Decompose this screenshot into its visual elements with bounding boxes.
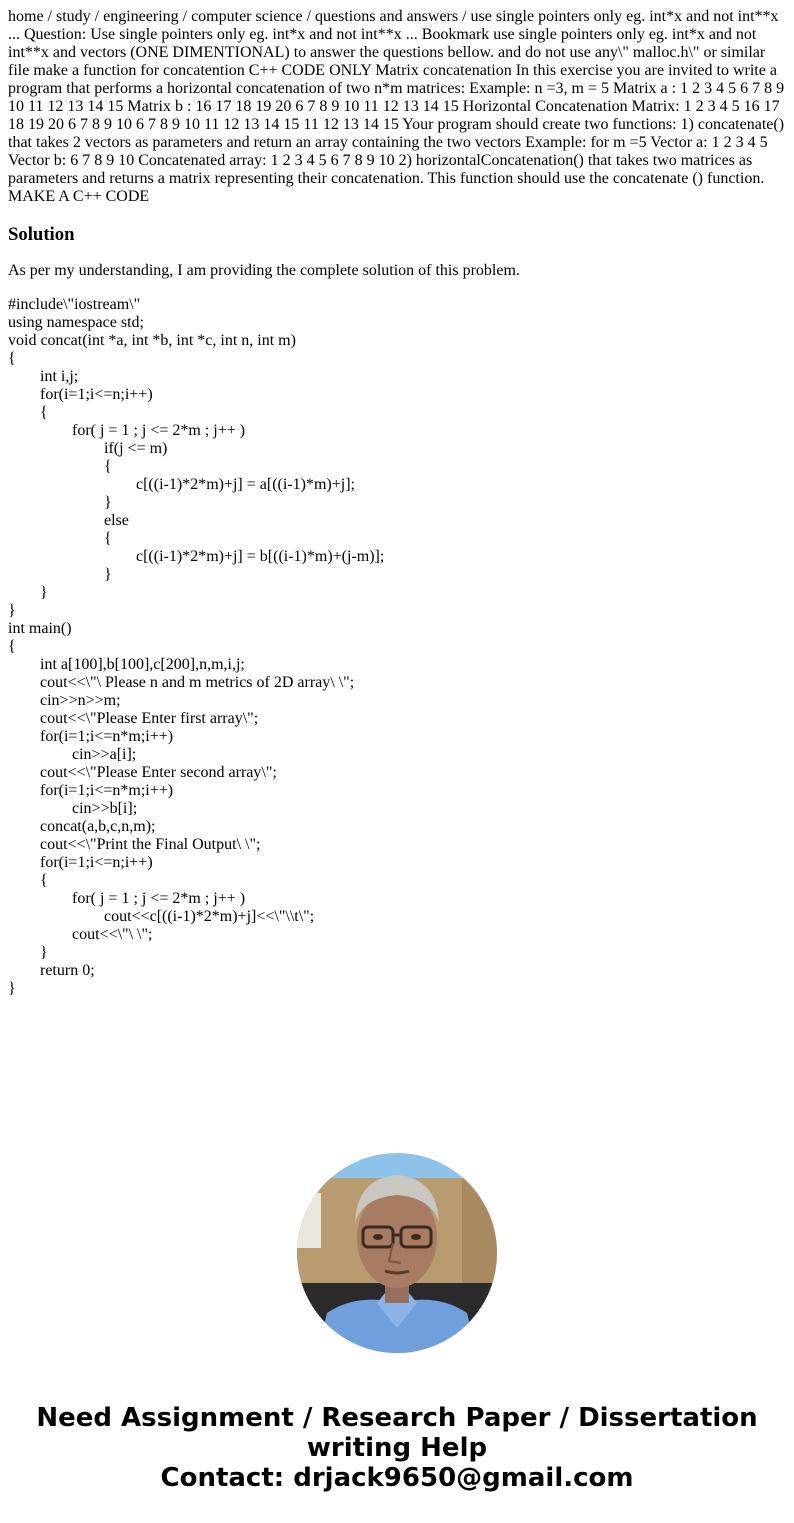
code-line: cout<<\"Print the Final Output\ \"; [40,836,261,853]
code-line: cout<<\"\ \"; [72,926,153,943]
code-line: } [104,566,112,583]
code-line: #include\"iostream\" [8,296,141,313]
code-line: int main() [8,620,72,637]
code-line: { [104,458,112,475]
code-line: cout<<\"Please Enter first array\"; [40,710,259,727]
code-line: { [40,404,48,421]
code-line: c[((i-1)*2*m)+j] = b[((i-1)*m)+(j-m)]; [136,548,385,565]
code-line: int i,j; [40,368,79,385]
code-line: } [40,944,48,961]
promo-line-1: Need Assignment / Research Paper / Disse… [36,1403,758,1433]
code-line: { [8,638,16,655]
code-line: cin>>b[i]; [72,800,138,817]
code-line: } [8,980,16,997]
code-line: cout<<c[((i-1)*2*m)+j]<<\"\\t\"; [104,908,315,925]
code-line: for( j = 1 ; j <= 2*m ; j++ ) [72,890,246,907]
code-line: for(i=1;i<=n*m;i++) [40,728,174,745]
promo-contact: Contact: drjack9650@gmail.com [160,1463,634,1493]
code-line: concat(a,b,c,n,m); [40,818,156,835]
code-line: } [8,602,16,619]
code-line: return 0; [40,962,95,979]
code-block: #include\"iostream\"using namespace std;… [8,296,786,998]
code-line: cin>>n>>m; [40,692,121,709]
page-content: home / study / engineering / computer sc… [8,8,786,998]
code-line: { [40,872,48,889]
promo-banner: Need Assignment / Research Paper / Disse… [0,1403,794,1493]
code-line: } [40,584,48,601]
code-line: void concat(int *a, int *b, int *c, int … [8,332,296,349]
code-line: for( j = 1 ; j <= 2*m ; j++ ) [72,422,246,439]
author-photo-icon [297,1153,497,1353]
promo-line-2: writing Help [306,1433,488,1463]
question-text: home / study / engineering / computer sc… [8,8,785,205]
code-line: cout<<\"\ Please n and m metrics of 2D a… [40,674,355,691]
code-line: { [8,350,16,367]
code-line: int a[100],b[100],c[200],n,m,i,j; [40,656,245,673]
code-line: c[((i-1)*2*m)+j] = a[((i-1)*m)+j]; [136,476,355,493]
code-line: else [104,512,129,529]
author-avatar [297,1153,497,1353]
code-line: for(i=1;i<=n;i++) [40,854,153,871]
solution-intro: As per my understanding, I am providing … [8,262,520,279]
code-line: cout<<\"Please Enter second array\"; [40,764,277,781]
code-line: for(i=1;i<=n;i++) [40,386,153,403]
code-line: cin>>a[i]; [72,746,137,763]
code-line: } [104,494,112,511]
code-line: if(j <= m) [104,440,168,457]
code-line: { [104,530,112,547]
solution-heading: Solution [8,224,75,245]
code-line: using namespace std; [8,314,144,331]
code-line: for(i=1;i<=n*m;i++) [40,782,174,799]
